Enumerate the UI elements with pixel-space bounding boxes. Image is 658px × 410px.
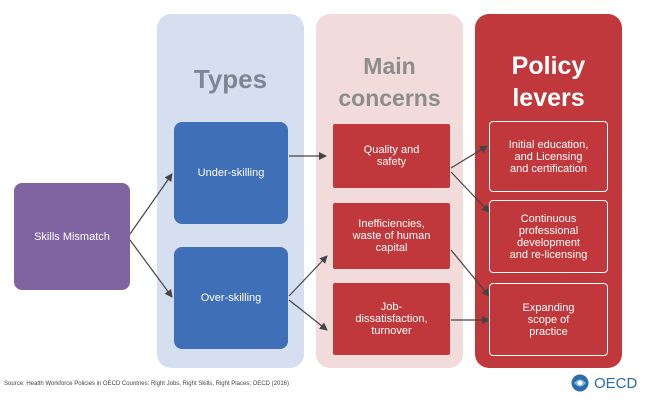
oecd-logo: OECD — [570, 372, 656, 394]
heading-line: Main — [363, 53, 416, 79]
concern-line: Job- — [380, 301, 403, 313]
arrow-over-to-job — [288, 299, 328, 331]
inefficiencies-box: Inefficiencies, waste of human capital — [333, 203, 450, 269]
concern-line: waste of human — [352, 230, 431, 242]
skills-mismatch-label: Skills Mismatch — [34, 230, 110, 243]
expanding-scope-box: Expanding scope of practice — [489, 283, 608, 356]
lever-line: professional — [518, 224, 579, 237]
concern-line: dissatisfaction, — [355, 313, 428, 325]
concern-line: Quality and — [363, 144, 420, 156]
lever-line: practice — [529, 325, 568, 338]
lever-line: Continuous — [520, 212, 577, 225]
lever-line: Expanding — [522, 301, 575, 314]
types-heading: Types — [193, 64, 268, 94]
arrow-over-to-inefficiencies — [288, 255, 328, 297]
concern-line: Inefficiencies, — [358, 218, 425, 230]
arrow-mismatch-to-under — [129, 173, 173, 235]
concern-line: capital — [375, 242, 408, 254]
lever-line: and re-licensing — [509, 248, 588, 261]
arrow-inefficiencies-to-expanding — [450, 249, 490, 297]
over-skilling-box: Over-skilling — [174, 247, 288, 349]
skills-mismatch-box: Skills Mismatch — [14, 183, 130, 290]
main-concerns-heading: Main concerns — [316, 50, 463, 114]
heading-line: Policy — [511, 52, 586, 80]
source-footer: Source: Health Workforce Policies in OEC… — [4, 381, 289, 387]
under-skilling-box: Under-skilling — [174, 122, 288, 224]
concern-line: safety — [376, 156, 407, 168]
lever-line: and certification — [509, 162, 588, 175]
concern-line: turnover — [371, 325, 412, 337]
oecd-logo-text: OECD — [594, 374, 638, 392]
arrow-quality-to-initial — [450, 145, 488, 169]
over-skilling-label: Over-skilling — [200, 292, 262, 304]
quality-safety-box: Quality and safety — [333, 124, 450, 188]
initial-education-box: Initial education, and Licensing and cer… — [489, 121, 608, 192]
lever-line: scope of — [527, 313, 570, 326]
lever-line: and Licensing — [514, 150, 583, 163]
job-dissatisfaction-box: Job- dissatisfaction, turnover — [333, 283, 450, 355]
lever-line: development — [517, 236, 580, 249]
oecd-globe-icon — [571, 374, 589, 392]
continuous-development-box: Continuous professional development and … — [489, 200, 608, 273]
heading-line: concerns — [338, 85, 441, 111]
arrow-mismatch-to-over — [129, 239, 173, 298]
under-skilling-label: Under-skilling — [197, 167, 265, 179]
arrow-quality-to-continuous — [450, 171, 490, 213]
lever-line: Initial education, — [508, 138, 589, 151]
policy-levers-heading: Policy levers — [475, 50, 622, 114]
heading-line: levers — [512, 84, 585, 112]
